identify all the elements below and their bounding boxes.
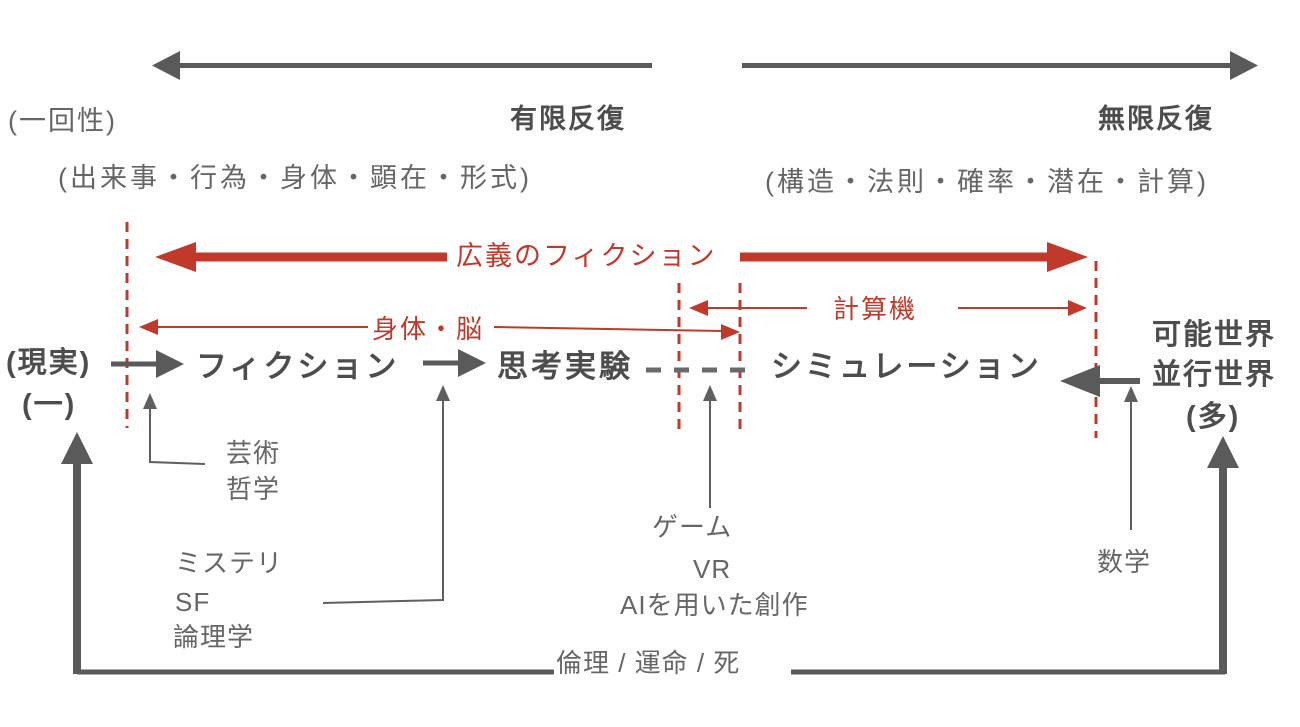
computer-arrow — [689, 300, 1087, 316]
many-label: (多) — [1186, 401, 1241, 433]
thought-experiment-label: 思考実験 — [497, 349, 633, 384]
reality-to-fiction-arrow — [111, 350, 184, 378]
ethics-fate-death-label: 倫理 / 運命 / 死 — [556, 648, 741, 678]
possible-world-label: 可能世界 — [1152, 319, 1277, 351]
ethics-loop-right-up-arrow — [1207, 436, 1239, 674]
computer-label: 計算機 — [833, 294, 918, 324]
game-label: ゲーム — [652, 512, 733, 542]
once-label: (一回性) — [8, 106, 117, 136]
infinite-repetition-label: 無限反復 — [1098, 104, 1214, 134]
body-brain-arrow — [139, 319, 740, 340]
math-connector-arrow — [1124, 386, 1138, 530]
mystery-label: ミステリ — [175, 548, 284, 578]
right-sub-label: (構造・法則・確率・潜在・計算) — [765, 167, 1209, 197]
fiction-label: フィクション — [196, 349, 400, 384]
sf-label: SF — [175, 587, 211, 617]
broad-fiction-arrow — [155, 242, 1088, 272]
possible-worlds-to-simulation-arrow — [1060, 365, 1140, 397]
game-group-connector-arrow — [703, 385, 717, 508]
finite-repetition-label: 有限反復 — [510, 104, 626, 134]
one-label: (一) — [22, 389, 77, 421]
broad-fiction-label: 広義のフィクション — [456, 241, 717, 271]
art-label: 芸術 — [226, 438, 281, 468]
top-left-arrow — [152, 51, 652, 80]
top-right-arrow — [742, 51, 1258, 80]
fiction-to-thought-arrow — [423, 349, 486, 377]
logic-label: 論理学 — [173, 622, 255, 652]
art-philosophy-connector-arrow — [143, 393, 206, 465]
vr-label: VR — [693, 554, 732, 584]
simulation-label: シミュレーション — [771, 349, 1042, 384]
ethics-loop — [61, 432, 1239, 675]
ethics-loop-left-up-arrow — [61, 432, 93, 674]
philosophy-label: 哲学 — [226, 474, 281, 504]
math-label: 数学 — [1097, 547, 1152, 577]
reality-label: (現実) — [6, 347, 92, 379]
ai-creation-label: AIを用いた創作 — [620, 590, 809, 620]
body-brain-label: 身体・脳 — [372, 314, 485, 344]
parallel-world-label: 並行世界 — [1152, 359, 1277, 391]
sf-group-connector-arrow — [322, 385, 450, 604]
left-sub-label: (出来事・行為・身体・顕在・形式) — [58, 163, 532, 193]
